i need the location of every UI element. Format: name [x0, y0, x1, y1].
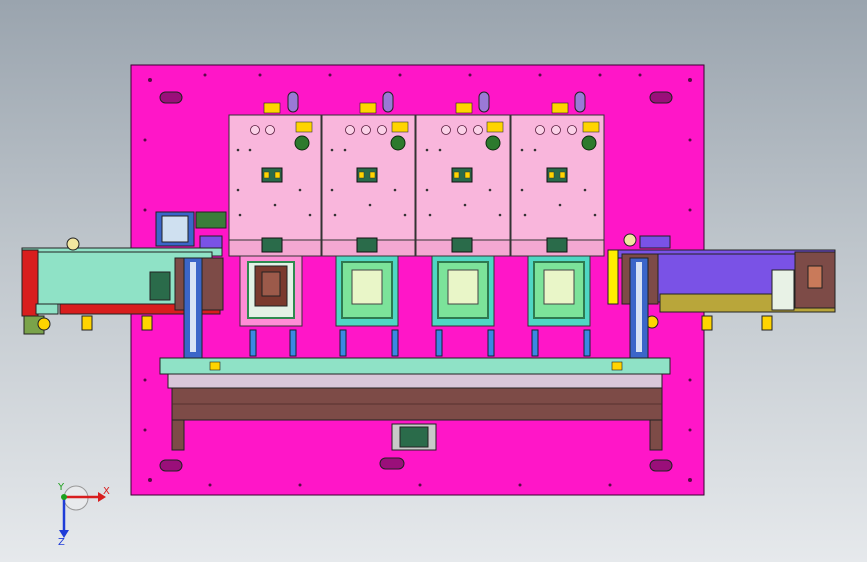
nest-3[interactable]	[431, 255, 495, 327]
z-axis-label: Z	[58, 537, 65, 548]
station-group[interactable]	[228, 114, 605, 257]
station-4[interactable]	[510, 114, 605, 257]
right-conveyor[interactable]	[607, 233, 836, 331]
station-details	[236, 121, 600, 253]
station-top-slots	[263, 91, 586, 114]
front-rail[interactable]	[159, 357, 671, 451]
x-axis-label: X	[103, 486, 110, 497]
axis-triad: X Y Z	[57, 482, 110, 548]
nest-1[interactable]	[239, 255, 303, 327]
left-motor-assembly[interactable]	[155, 211, 227, 249]
nest-group[interactable]	[239, 255, 591, 357]
station-1[interactable]	[228, 114, 322, 257]
nest-4[interactable]	[527, 255, 591, 327]
nest-2[interactable]	[335, 255, 399, 327]
left-conveyor[interactable]	[21, 237, 224, 335]
y-axis-label: Y	[57, 482, 65, 493]
transfer-arms[interactable]	[183, 257, 649, 359]
